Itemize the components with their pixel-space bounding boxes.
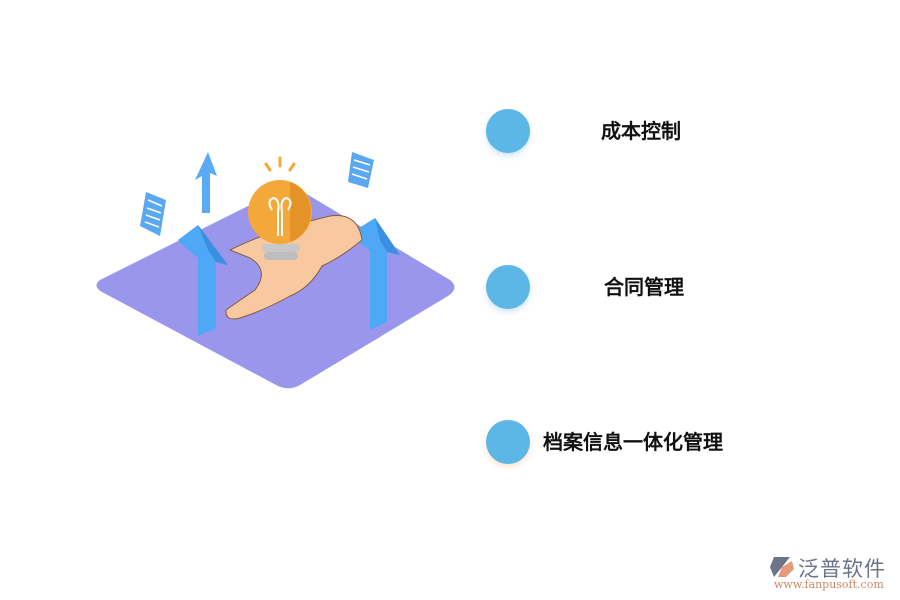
bullet-dot-icon: [486, 109, 530, 153]
brand-url: www.fanpusoft.com: [774, 578, 884, 591]
lightbulb-hand-illustration: [90, 140, 470, 400]
brand-name: 泛普软件: [798, 557, 886, 581]
feature-label: 成本控制: [601, 119, 681, 143]
fanpu-logo-icon: [770, 557, 794, 577]
feature-item-cost-control: 成本控制: [486, 109, 786, 153]
bullet-dot-icon: [486, 265, 530, 309]
feature-label: 档案信息一体化管理: [543, 430, 723, 454]
feature-item-archive-management: 档案信息一体化管理: [486, 420, 786, 464]
feature-item-contract-management: 合同管理: [486, 265, 786, 309]
feature-label: 合同管理: [604, 275, 684, 299]
brand-logo: 泛普软件 www.fanpusoft.com: [768, 553, 898, 595]
bullet-dot-icon: [486, 420, 530, 464]
paper-icon: [140, 192, 166, 236]
